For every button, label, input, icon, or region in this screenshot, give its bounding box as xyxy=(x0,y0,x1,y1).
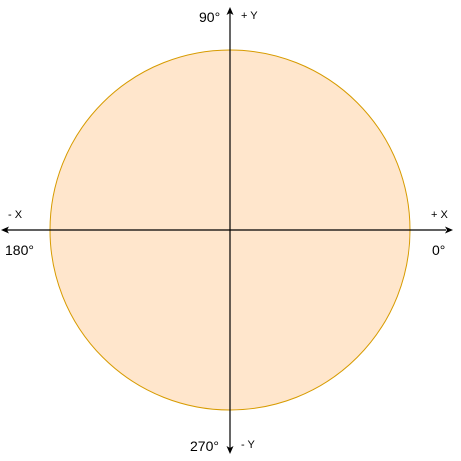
label-270-degrees: 270° xyxy=(190,438,219,454)
label-90-degrees: 90° xyxy=(199,9,221,25)
label-neg-y: - Y xyxy=(241,439,255,451)
label-pos-x: + X xyxy=(431,209,448,221)
label-pos-y: + Y xyxy=(241,10,258,22)
neg-x-arrowhead xyxy=(1,226,9,234)
pos-x-arrowhead xyxy=(445,226,453,234)
label-180-degrees: 180° xyxy=(5,242,34,258)
pos-y-arrowhead xyxy=(226,7,234,15)
neg-y-arrowhead xyxy=(226,446,234,454)
label-0-degrees: 0° xyxy=(432,242,446,258)
label-neg-x: - X xyxy=(8,209,23,221)
